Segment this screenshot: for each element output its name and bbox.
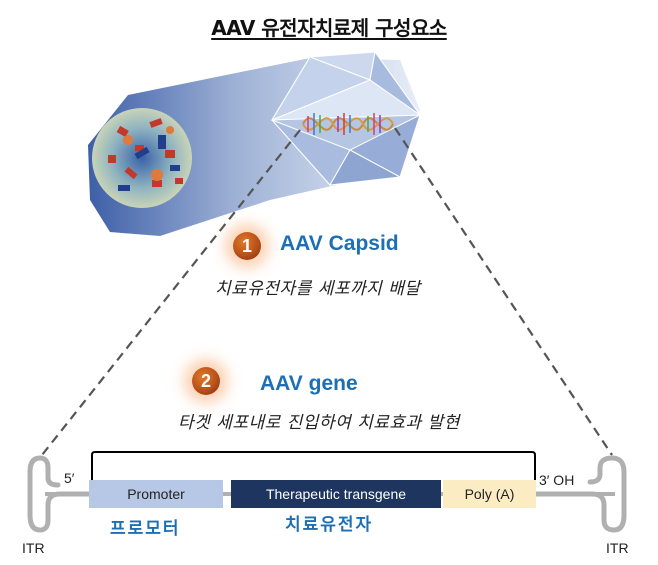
capsid-heading: AAV Capsid [280, 232, 399, 255]
dna-helix-icon [302, 113, 394, 135]
capsid-description: 치료유전자를 세포까지 배달 [215, 279, 421, 299]
three-prime-label: 3′ OH [539, 472, 575, 488]
itr-right-label: ITR [606, 540, 629, 556]
dashed-line-left [41, 129, 301, 456]
transgene-block: Therapeutic transgene [231, 480, 441, 508]
step-1-badge: 1 [233, 232, 261, 260]
step-2-badge: 2 [192, 367, 220, 395]
icosahedron-capsid-icon [270, 50, 422, 186]
gene-description: 타겟 세포내로 진입하여 치료효과 발현 [178, 413, 460, 433]
transgene-korean-label: 치료유전자 [285, 515, 374, 535]
capsid-structure-icon [92, 108, 192, 208]
promoter-block: Promoter [89, 480, 223, 508]
itr-right-hairpin-icon [533, 455, 627, 533]
polya-block: Poly (A) [443, 480, 536, 508]
five-prime-label: 5′ [64, 470, 75, 486]
promoter-korean-label: 프로모터 [110, 519, 181, 539]
gene-heading: AAV gene [260, 372, 358, 395]
itr-left-label: ITR [22, 540, 45, 556]
itr-left-hairpin-icon [27, 455, 93, 533]
gene-bracket [91, 451, 536, 482]
page-title: AAV 유전자치료제 구성요소 [211, 16, 447, 40]
dashed-line-right [394, 127, 613, 456]
